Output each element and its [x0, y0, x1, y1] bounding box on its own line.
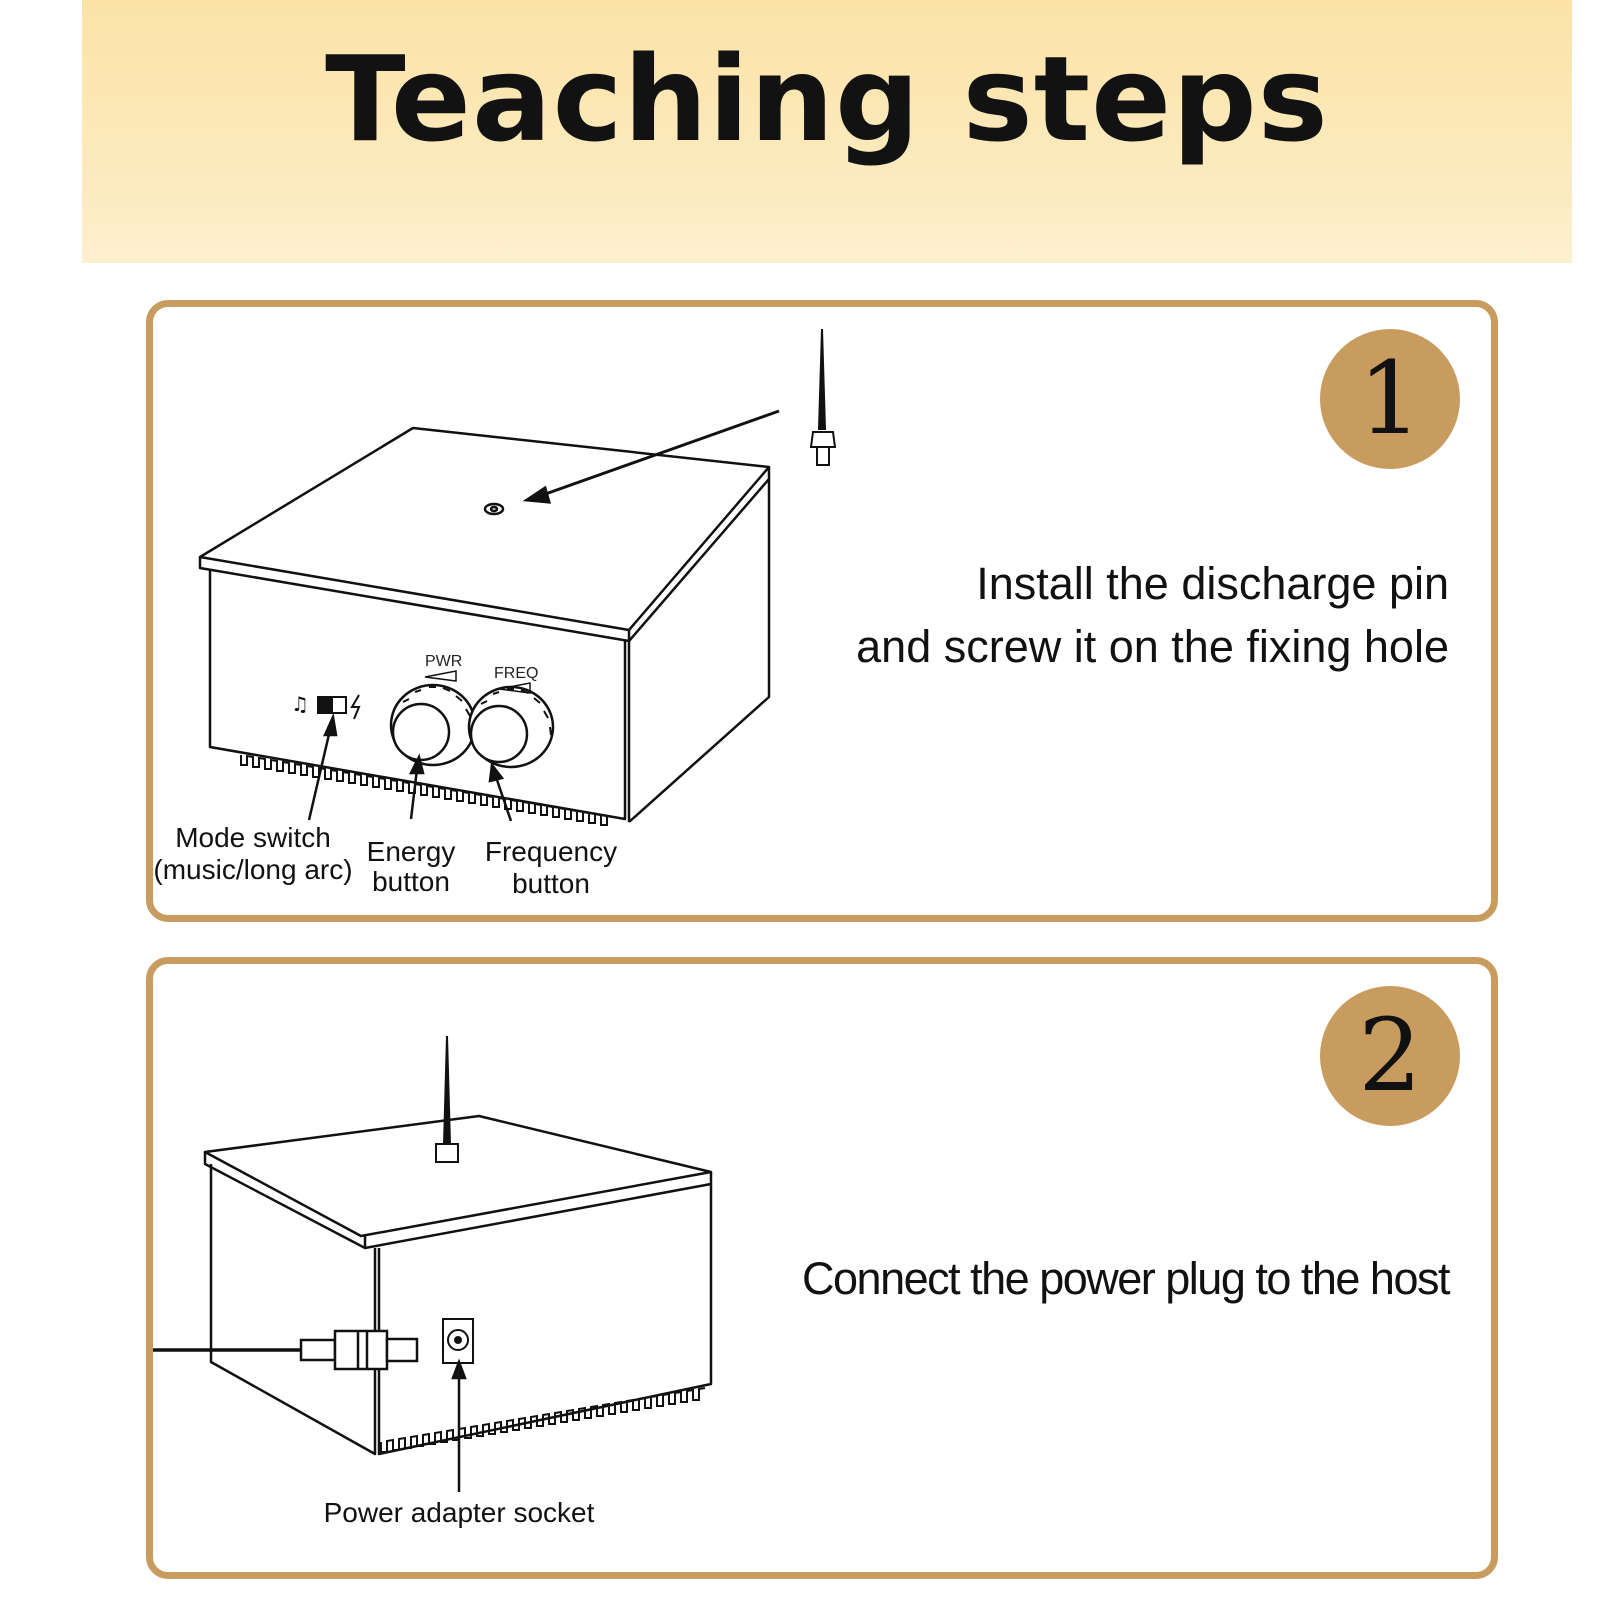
step-1-panel: 1 Install the discharge pin and screw it… [146, 300, 1498, 922]
step-2-number-badge: 2 [1320, 986, 1460, 1126]
pwr-label: PWR [425, 653, 462, 670]
step-1-instruction-line-1: Install the discharge pin [976, 558, 1449, 609]
arrow-to-fixing-hole [522, 409, 780, 504]
step-1-number-badge: 1 [1320, 329, 1460, 469]
vent-grille [240, 754, 614, 826]
step-1-instruction-line-2: and screw it on the fixing hole [856, 621, 1449, 672]
mode-switch-icon: ♫ [291, 692, 361, 720]
title-banner: Teaching steps [82, 0, 1572, 263]
step-2-device-illustration: Power adapter socket [153, 1035, 713, 1528]
pwr-knob [389, 683, 477, 767]
vent-grille [380, 1387, 706, 1453]
freq-knob [467, 685, 555, 769]
mode-switch-label-1: Mode switch [175, 822, 331, 853]
discharge-pin-icon [435, 1035, 459, 1163]
power-socket-icon [442, 1318, 474, 1364]
page-title: Teaching steps [325, 30, 1329, 168]
discharge-pin-icon [809, 328, 837, 466]
mode-switch-label-2: (music/long arc) [153, 854, 352, 885]
freq-label: FREQ [494, 665, 538, 682]
energy-button-label-2: button [372, 866, 450, 897]
svg-text:♫: ♫ [291, 692, 309, 716]
frequency-button-label-2: button [512, 868, 590, 899]
energy-button-label-1: Energy [367, 836, 456, 867]
step-1-instruction: Install the discharge pin and screw it o… [809, 552, 1449, 678]
frequency-button-label-1: Frequency [485, 836, 617, 867]
power-adapter-socket-label: Power adapter socket [324, 1497, 595, 1528]
step-1-device-illustration: PWR FREQ ♫ Mode switch (music/long arc) [153, 328, 837, 899]
step-2-panel: 2 Connect the power plug to the host [146, 957, 1498, 1579]
step-2-instruction: Connect the power plug to the host [802, 1253, 1450, 1304]
power-plug-icon [153, 1329, 419, 1371]
